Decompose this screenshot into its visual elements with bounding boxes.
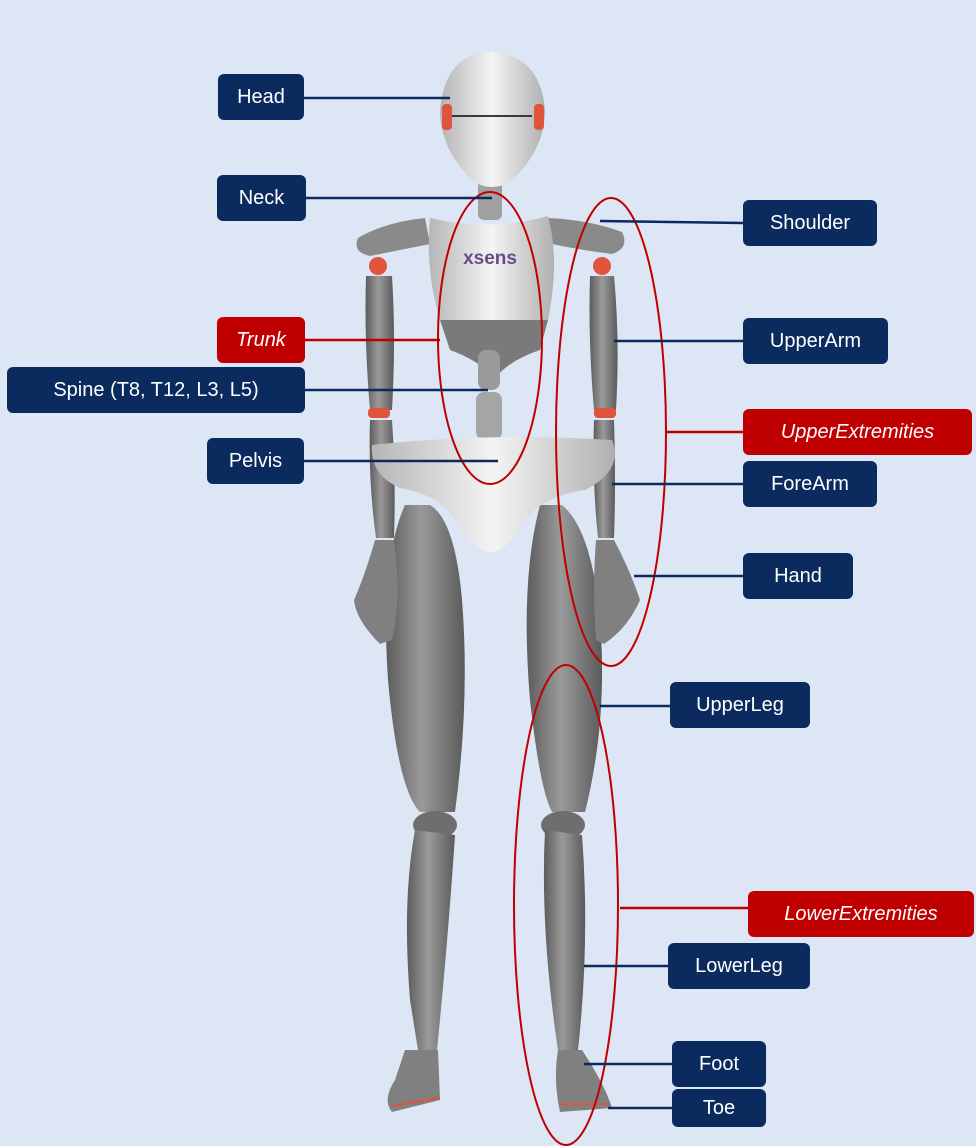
label-trunk: Trunk — [217, 317, 305, 363]
left-ear-marker — [442, 104, 452, 130]
label-hand: Hand — [743, 553, 853, 599]
label-toe: Toe — [672, 1089, 766, 1127]
left-shoulder-joint — [369, 257, 387, 275]
label-upper-extremities: UpperExtremities — [743, 409, 972, 455]
label-fore-arm: ForeArm — [743, 461, 877, 507]
label-lower-extremities: LowerExtremities — [748, 891, 974, 937]
label-neck: Neck — [217, 175, 306, 221]
left-elbow-joint — [368, 408, 390, 418]
right-upper-arm — [590, 276, 618, 410]
right-elbow-joint — [594, 408, 616, 418]
label-lower-leg: LowerLeg — [668, 943, 810, 989]
label-upper-arm: UpperArm — [743, 318, 888, 364]
label-pelvis: Pelvis — [207, 438, 304, 484]
label-upper-leg: UpperLeg — [670, 682, 810, 728]
label-spine: Spine (T8, T12, L3, L5) — [7, 367, 305, 413]
spine-segment-upper — [478, 350, 500, 390]
label-shoulder: Shoulder — [743, 200, 877, 246]
spine-segment-lower — [476, 392, 502, 440]
right-ear-marker — [534, 104, 544, 130]
label-head: Head — [218, 74, 304, 120]
xsens-logo: xsens — [463, 248, 517, 269]
label-foot: Foot — [672, 1041, 766, 1087]
right-shoulder-joint — [593, 257, 611, 275]
